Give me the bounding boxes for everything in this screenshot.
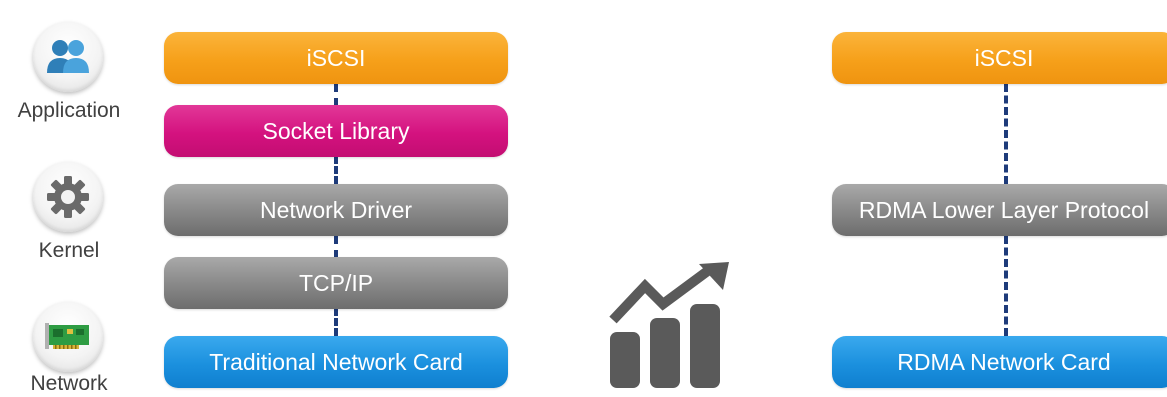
connector-tcpip-card [334,308,338,336]
tcp-ip-layer: TCP/IP [164,257,508,309]
socket-library-layer: Socket Library [164,105,508,157]
connector-socket-driver [334,156,338,184]
traditional-iscsi-layer: iSCSI [164,32,508,84]
layer-label: Socket Library [262,117,410,144]
layer-label: iSCSI [306,44,366,71]
layer-label: RDMA Lower Layer Protocol [858,196,1150,223]
users-icon [47,40,89,73]
rdma-network-card-layer: RDMA Network Card [832,336,1167,388]
network-card-icon [45,323,89,349]
kernel-label: Kernel [38,239,100,262]
network-icon-badge [33,302,103,372]
layer-label: Network Driver [259,196,413,223]
application-label: Application [17,99,121,122]
growth-chart-icon [609,262,729,388]
kernel-icon-badge [33,162,103,232]
network-label: Network [30,372,108,395]
connector-rdma-iscsi-protocol [1004,84,1008,184]
layer-label: Traditional Network Card [209,348,463,375]
traditional-network-card-layer: Traditional Network Card [164,336,508,388]
connector-driver-tcpip [334,236,338,258]
rdma-iscsi-layer: iSCSI [832,32,1167,84]
application-icon-badge [33,22,103,92]
layer-label: TCP/IP [298,269,374,296]
layer-label: iSCSI [974,44,1034,71]
rdma-lower-layer-protocol-layer: RDMA Lower Layer Protocol [832,184,1167,236]
connector-rdma-protocol-card [1004,236,1008,336]
gear-icon [47,176,89,218]
network-driver-layer: Network Driver [164,184,508,236]
layer-label: RDMA Network Card [897,348,1111,375]
connector-iscsi-socket [334,84,338,106]
